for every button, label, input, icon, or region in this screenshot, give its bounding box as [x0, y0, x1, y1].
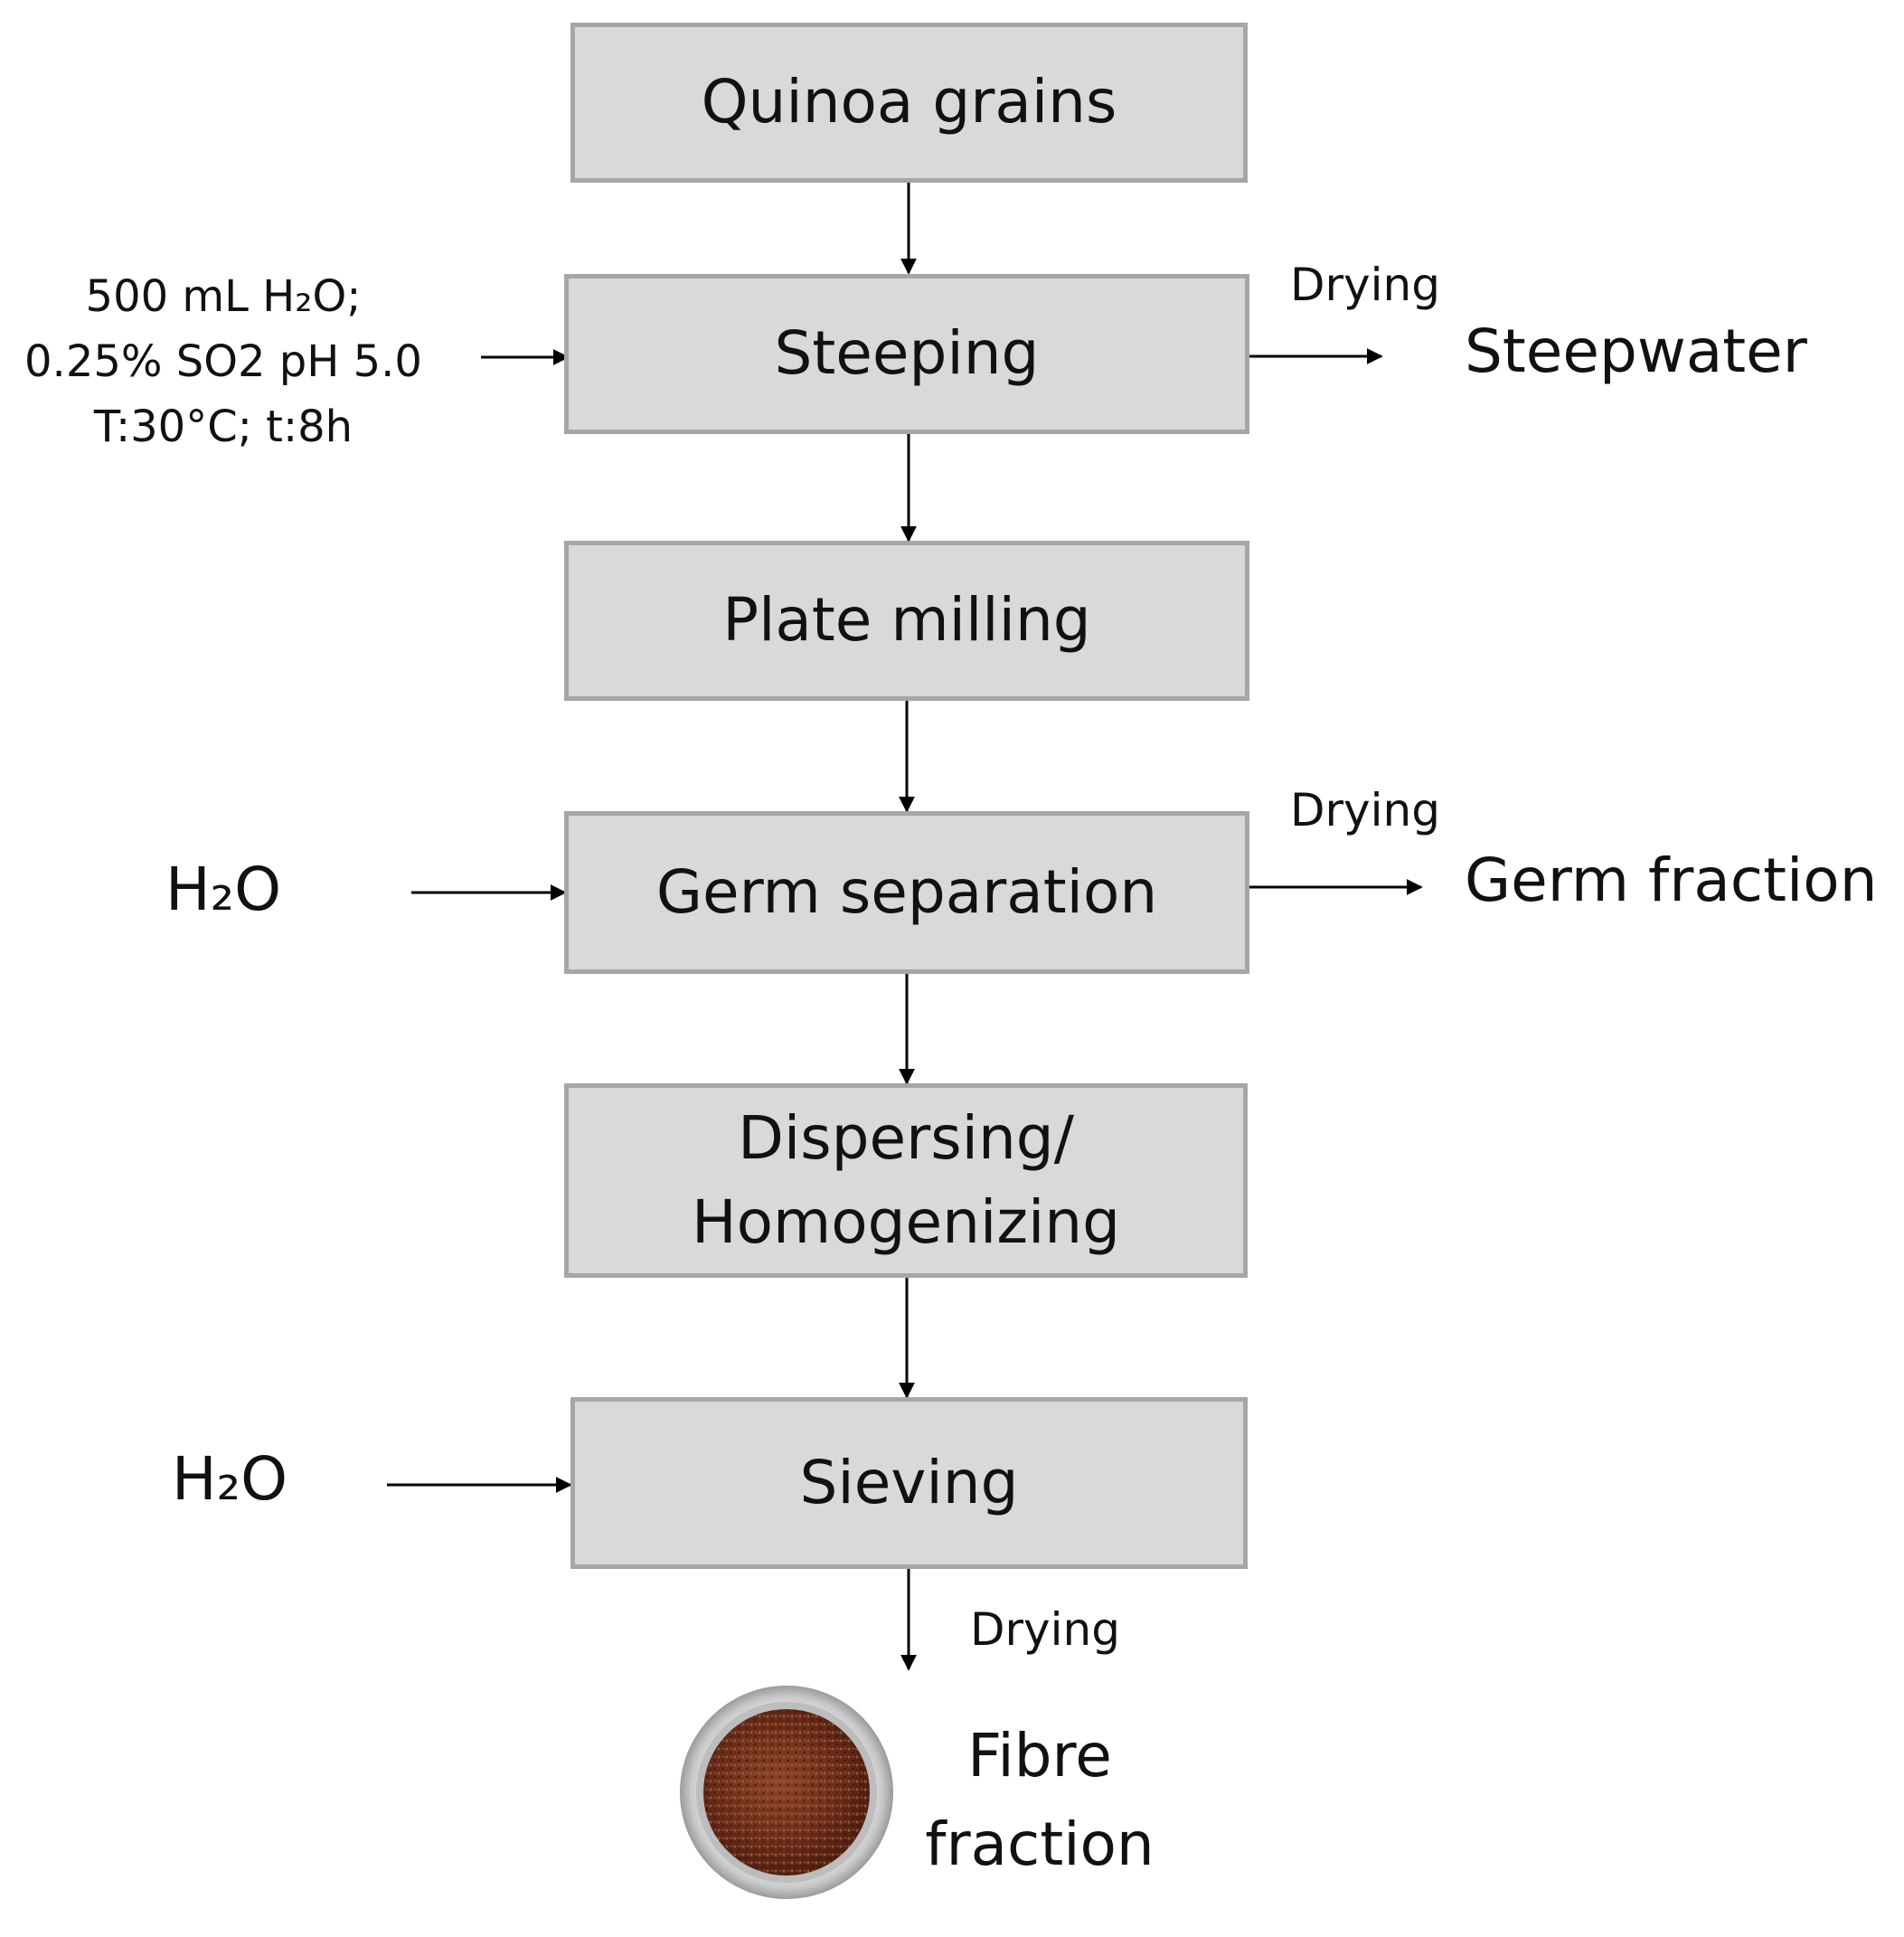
steeping-conditions: 500 mL H₂O; 0.25% SO2 pH 5.0 T:30°C; t:8…	[20, 264, 427, 459]
step-quinoa-grains: Quinoa grains	[570, 23, 1248, 183]
fibre-label-line1: Fibre	[967, 1721, 1112, 1791]
step-germ-separation: Germ separation	[564, 811, 1249, 974]
fibre-fraction-output-label: Fibre fraction	[922, 1712, 1157, 1889]
step-plate-milling: Plate milling	[564, 541, 1249, 701]
fibre-label-line2: fraction	[925, 1809, 1155, 1879]
steepwater-output-label: Steepwater	[1465, 317, 1807, 386]
drying-label-fibre: Drying	[970, 1603, 1120, 1656]
step-steeping-label: Steeping	[774, 318, 1040, 389]
step-dispersing-label: Dispersing/	[738, 1103, 1074, 1174]
fibre-fraction-dish-icon	[680, 1686, 893, 1899]
steeping-temp-time: T:30°C; t:8h	[93, 402, 353, 452]
step-sieving-label: Sieving	[799, 1447, 1019, 1517]
steeping-so2-ph: 0.25% SO2 pH 5.0	[24, 336, 422, 387]
drying-label-steepwater: Drying	[1290, 259, 1440, 311]
step-plate-milling-label: Plate milling	[722, 585, 1091, 656]
step-dispersing-homogenizing: Dispersing/ Homogenizing	[564, 1083, 1248, 1278]
germ-water-input-label: H₂O	[165, 855, 282, 924]
step-homogenizing-label: Homogenizing	[691, 1186, 1121, 1257]
step-germ-separation-label: Germ separation	[655, 856, 1158, 927]
step-steeping: Steeping	[564, 274, 1249, 434]
step-sieving: Sieving	[570, 1397, 1248, 1569]
steeping-water-volume: 500 mL H₂O;	[85, 271, 362, 322]
sieving-water-input-label: H₂O	[172, 1444, 288, 1514]
drying-label-germ: Drying	[1290, 784, 1440, 836]
step-quinoa-label: Quinoa grains	[701, 67, 1117, 137]
germ-fraction-output-label: Germ fraction	[1465, 846, 1878, 915]
